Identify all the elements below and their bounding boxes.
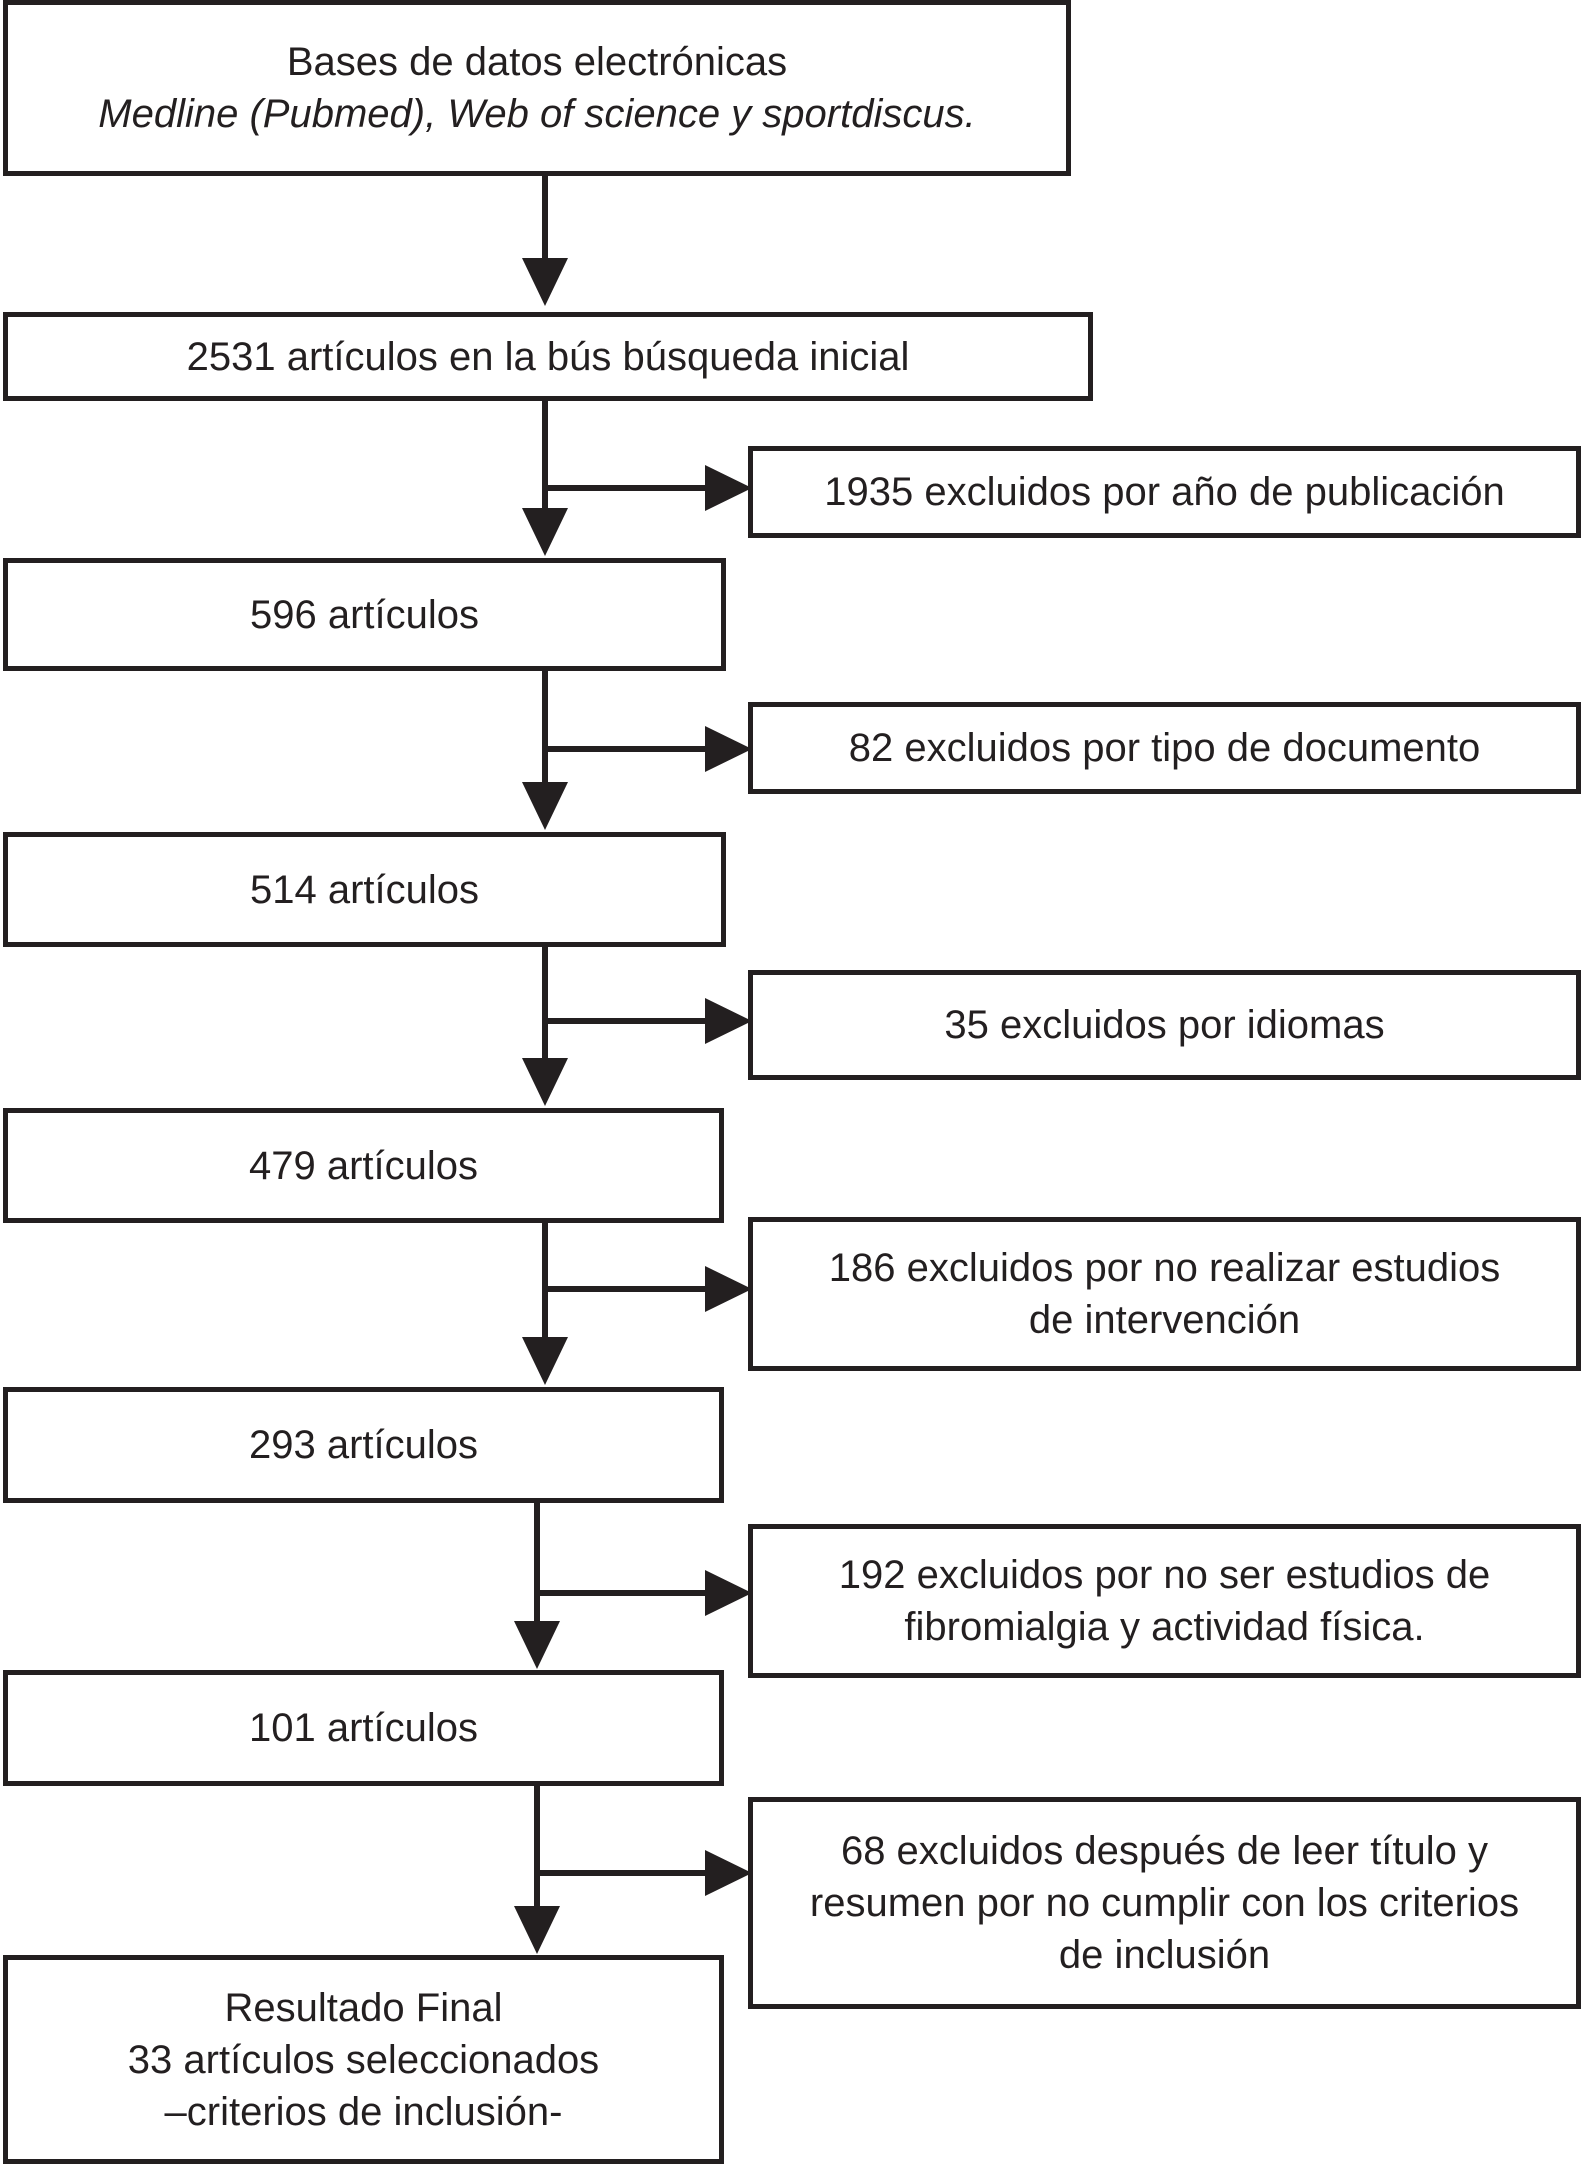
final-criteria: –criterios de inclusión- — [164, 2089, 563, 2134]
final-count: 33 artículos seleccionados — [127, 2037, 600, 2082]
exclusion-line: 186 excluidos por no realizar estudios — [828, 1246, 1501, 1290]
arrowhead-down — [522, 1058, 568, 1106]
source-databases: Medline (Pubmed), Web of science y sport… — [98, 92, 976, 136]
arrowhead-right — [705, 465, 752, 511]
source-title: Bases de datos electrónicas — [286, 40, 788, 84]
arrowhead-down — [514, 1906, 560, 1954]
arrowhead-right — [705, 726, 752, 772]
exclusion-line: de inclusión — [1058, 1933, 1271, 1977]
exclusion-box-fibromyalgia: 192 excluidos por no ser estudios de fib… — [748, 1524, 1581, 1678]
exclusion-box-language: 35 excluidos por idiomas — [748, 970, 1581, 1080]
step-label: 101 artículos — [248, 1706, 479, 1750]
exclusion-box-title-abstract: 68 excluidos después de leer título y re… — [748, 1797, 1581, 2009]
step-box-514: 514 artículos — [3, 832, 726, 947]
exclusion-line: resumen por no cumplir con los criterios — [809, 1881, 1520, 1925]
exclusion-line: 68 excluidos después de leer título y — [840, 1829, 1489, 1873]
exclusion-line: 192 excluidos por no ser estudios de — [838, 1553, 1491, 1597]
exclusion-box-document-type: 82 excluidos por tipo de documento — [748, 702, 1581, 794]
arrowhead-right — [705, 998, 752, 1044]
arrowhead-down — [514, 1621, 560, 1669]
exclusion-box-year: 1935 excluidos por año de publicación — [748, 446, 1581, 538]
source-databases-box: Bases de datos electrónicas Medline (Pub… — [3, 0, 1071, 176]
step-label: 2531 artículos en la bús búsqueda inicia… — [186, 334, 910, 379]
arrowhead-down — [522, 782, 568, 830]
arrowhead-down — [522, 258, 568, 306]
step-label: 596 artículos — [249, 592, 480, 637]
arrowhead-right — [705, 1570, 752, 1616]
arrowhead-down — [522, 1337, 568, 1385]
step-box-101: 101 artículos — [3, 1670, 724, 1786]
exclusion-line: 35 excluidos por idiomas — [944, 1003, 1385, 1047]
exclusion-box-intervention: 186 excluidos por no realizar estudios d… — [748, 1217, 1581, 1371]
arrowhead-right — [705, 1266, 752, 1312]
exclusion-line: fibromialgia y actividad física. — [904, 1605, 1425, 1649]
step-box-initial-search: 2531 artículos en la bús búsqueda inicia… — [3, 312, 1093, 401]
step-label: 514 artículos — [249, 867, 480, 912]
exclusion-line: 82 excluidos por tipo de documento — [848, 726, 1481, 770]
exclusion-line: 1935 excluidos por año de publicación — [824, 470, 1505, 514]
step-label: 293 artículos — [248, 1423, 479, 1467]
step-box-293: 293 artículos — [3, 1387, 724, 1503]
arrowhead-down — [522, 508, 568, 556]
exclusion-line: de intervención — [1028, 1298, 1301, 1342]
step-box-596: 596 artículos — [3, 558, 726, 671]
step-box-479: 479 artículos — [3, 1108, 724, 1223]
final-title: Resultado Final — [224, 1985, 503, 2030]
arrowhead-right — [705, 1850, 752, 1896]
step-label: 479 artículos — [248, 1143, 479, 1188]
final-result-box: Resultado Final 33 artículos seleccionad… — [3, 1955, 724, 2164]
